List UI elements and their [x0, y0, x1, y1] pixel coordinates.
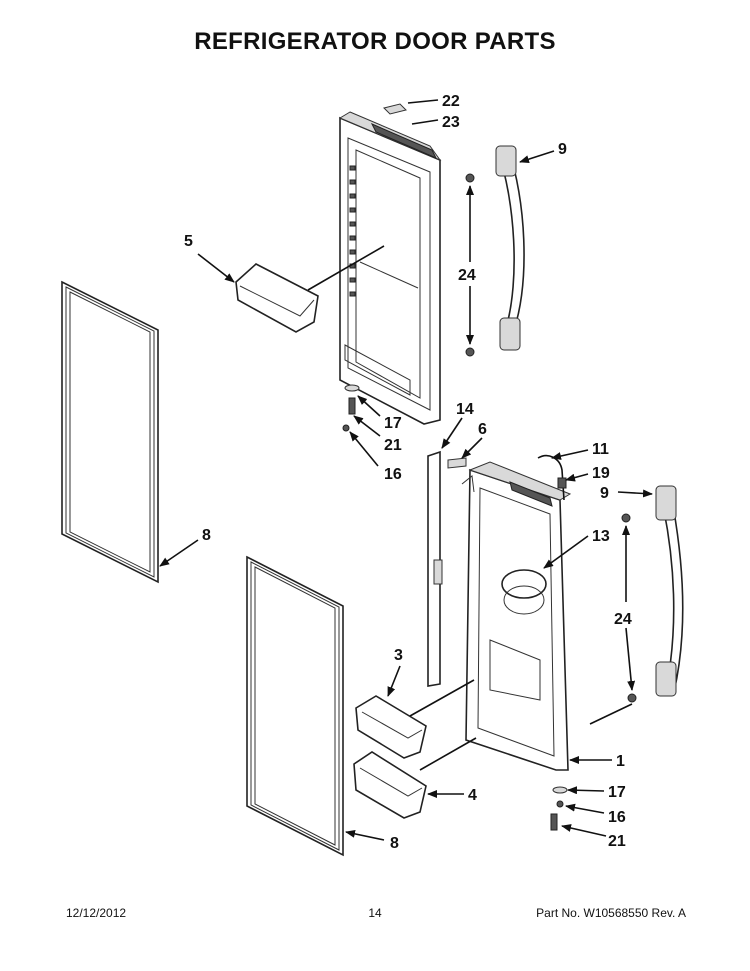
hinge-pin-lower [550, 813, 558, 831]
callout-17-upper: 17 [384, 415, 402, 432]
callout-11: 11 [592, 441, 609, 458]
upper-door-liner [338, 111, 442, 425]
screw-bottom-lower [627, 693, 637, 703]
handle-tab [383, 103, 407, 115]
callout-9-lower: 9 [600, 485, 609, 502]
hinge-screw-upper [342, 424, 350, 432]
callout-14: 14 [456, 401, 474, 418]
page-title: REFRIGERATOR DOOR PARTS [194, 28, 556, 55]
door-bin-small [355, 695, 427, 759]
footer-date: 12/12/2012 [66, 906, 127, 920]
hinge-washer-lower [556, 800, 564, 808]
water-fitting [557, 477, 567, 489]
upper-door-handle [495, 145, 525, 351]
door-bin-upper [235, 263, 319, 333]
center-mullion [427, 450, 443, 687]
door-bin-large [353, 751, 427, 819]
callout-8-lower: 8 [390, 835, 399, 852]
hinge-bushing-upper [344, 384, 360, 392]
callout-21-lower: 21 [608, 833, 626, 850]
callout-9-upper: 9 [558, 141, 567, 158]
hinge-bushing-lower [552, 786, 568, 794]
door-gasket-upper [61, 280, 159, 584]
callout-1: 1 [616, 753, 625, 770]
footer-part-number: Part No. W10568550 Rev. A [536, 906, 686, 920]
mullion-spring [447, 457, 467, 469]
hinge-pin-upper [348, 397, 356, 415]
callout-13: 13 [592, 528, 610, 545]
screw-top-lower [621, 513, 631, 523]
leader-lines [159, 99, 653, 841]
screw-top-upper [465, 173, 475, 183]
callout-4: 4 [468, 787, 477, 804]
lower-door-liner [461, 461, 572, 771]
callout-5: 5 [184, 233, 193, 250]
footer-page-number: 14 [368, 906, 382, 920]
callout-16-lower: 16 [608, 809, 626, 826]
callout-22: 22 [442, 93, 460, 110]
callout-17-lower: 17 [608, 784, 626, 801]
screw-bottom-upper [465, 347, 475, 357]
callout-23: 23 [442, 114, 460, 131]
callout-8-upper: 8 [202, 527, 211, 544]
callout-24-upper: 24 [458, 267, 476, 284]
callout-24-lower: 24 [614, 611, 632, 628]
door-gasket-lower [246, 555, 344, 857]
trim-strip [370, 122, 438, 160]
callout-16-upper: 16 [384, 466, 402, 483]
callout-6: 6 [478, 421, 487, 438]
lower-door-handle [655, 485, 684, 697]
callout-21-upper: 21 [384, 437, 402, 454]
callout-3: 3 [394, 647, 403, 664]
callout-19: 19 [592, 465, 610, 482]
